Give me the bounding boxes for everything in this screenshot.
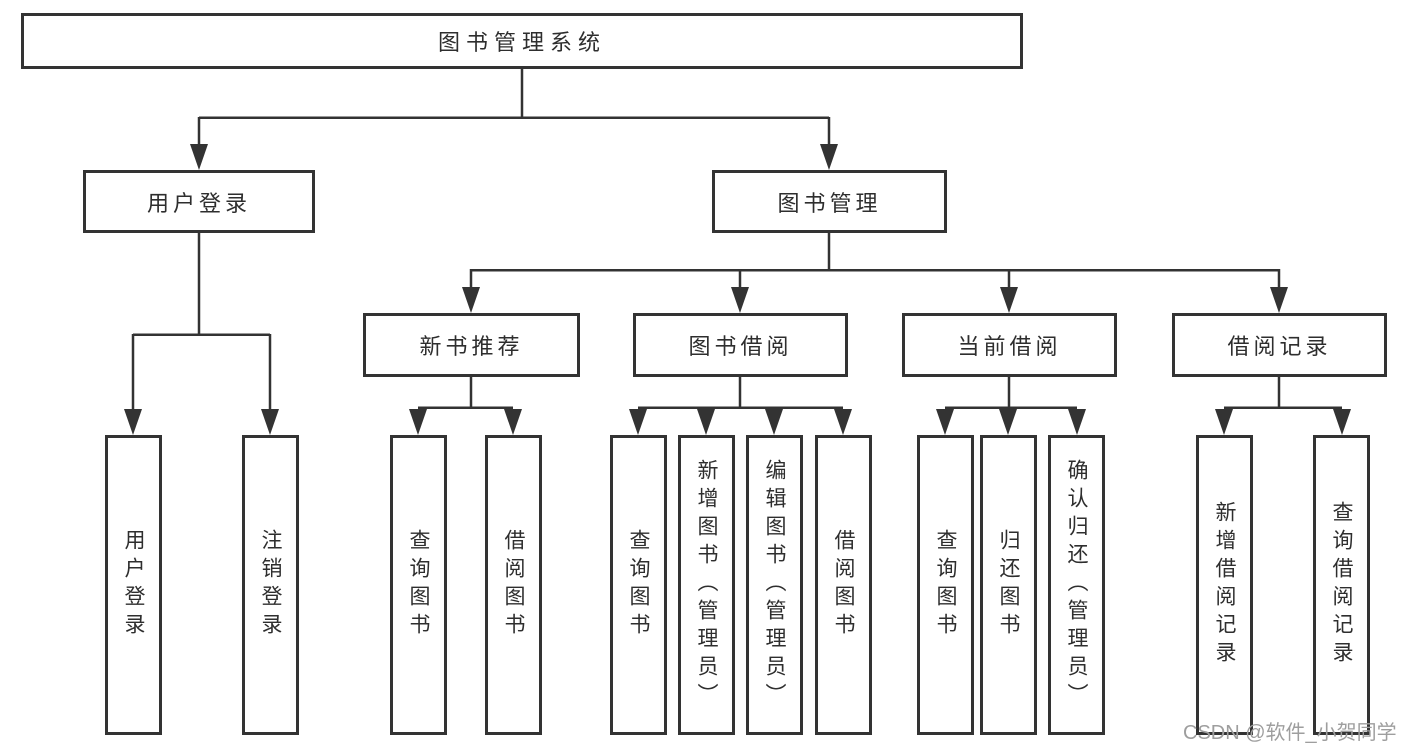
leaf-query-books-current: 查询图书 — [917, 435, 974, 735]
node-book-management: 图书管理 — [712, 170, 947, 233]
node-root-label: 图书管理系统 — [437, 30, 606, 55]
arrowhead-leaf-borrow-2 — [834, 409, 852, 435]
arrowhead-new-books — [462, 287, 480, 313]
node-current-borrowing-label: 当前借阅 — [957, 334, 1062, 359]
leaf-confirm-return-admin: 确认归还（管理员） — [1048, 435, 1105, 735]
leaf-return-books-label: 归还图书 — [997, 529, 1020, 641]
node-book-borrowing-label: 图书借阅 — [688, 334, 793, 359]
leaf-return-books: 归还图书 — [980, 435, 1037, 735]
leaf-edit-books-admin-label: 编辑图书（管理员） — [763, 459, 786, 711]
node-root-library-system: 图书管理系统 — [21, 13, 1023, 69]
node-user-login-label: 用户登录 — [146, 190, 251, 216]
leaf-query-borrow-record: 查询借阅记录 — [1313, 435, 1370, 735]
leaf-query-books-recommend-label: 查询图书 — [407, 529, 430, 641]
node-new-book-recommend: 新书推荐 — [363, 313, 580, 377]
leaf-query-books-borrowing: 查询图书 — [610, 435, 667, 735]
arrowhead-leaf-edit-book — [765, 409, 783, 435]
node-current-borrowing: 当前借阅 — [902, 313, 1117, 377]
arrowhead-book-mgmt — [820, 144, 838, 170]
leaf-edit-books-admin: 编辑图书（管理员） — [746, 435, 803, 735]
leaf-add-books-admin-label: 新增图书（管理员） — [695, 459, 718, 711]
arrowhead-leaf-logout — [261, 409, 279, 435]
leaf-borrow-books-label: 借阅图书 — [832, 529, 855, 641]
node-new-book-recommend-label: 新书推荐 — [419, 334, 524, 359]
leaf-logout-label: 注销登录 — [259, 529, 282, 641]
arrowhead-leaf-return — [999, 409, 1017, 435]
leaf-add-borrow-record-label: 新增借阅记录 — [1213, 501, 1236, 669]
arrowhead-leaf-query-2 — [629, 409, 647, 435]
arrowhead-leaf-confirm-return — [1068, 409, 1086, 435]
arrowhead-leaf-add-book — [697, 409, 715, 435]
arrowhead-leaf-add-record — [1215, 409, 1233, 435]
arrowhead-current-borrow — [1000, 287, 1018, 313]
leaf-query-books-recommend: 查询图书 — [390, 435, 447, 735]
leaf-add-borrow-record: 新增借阅记录 — [1196, 435, 1253, 735]
leaf-query-borrow-record-label: 查询借阅记录 — [1330, 501, 1353, 669]
node-borrowing-records-label: 借阅记录 — [1227, 334, 1332, 359]
leaf-borrow-books-recommend: 借阅图书 — [485, 435, 542, 735]
arrowhead-leaf-query-record — [1333, 409, 1351, 435]
leaf-add-books-admin: 新增图书（管理员） — [678, 435, 735, 735]
leaf-user-login-label: 用户登录 — [122, 529, 145, 641]
arrowhead-borrow-records — [1270, 287, 1288, 313]
arrowhead-leaf-borrow-1 — [504, 409, 522, 435]
leaf-logout: 注销登录 — [242, 435, 299, 735]
leaf-borrow-books-recommend-label: 借阅图书 — [502, 529, 525, 641]
leaf-confirm-return-admin-label: 确认归还（管理员） — [1065, 459, 1088, 711]
arrowhead-leaf-login — [124, 409, 142, 435]
node-borrowing-records: 借阅记录 — [1172, 313, 1387, 377]
leaf-user-login: 用户登录 — [105, 435, 162, 735]
leaf-borrow-books: 借阅图书 — [815, 435, 872, 735]
leaf-query-books-borrowing-label: 查询图书 — [627, 529, 650, 641]
arrowhead-leaf-query-1 — [409, 409, 427, 435]
arrowhead-user-login — [190, 144, 208, 170]
leaf-query-books-current-label: 查询图书 — [934, 529, 957, 641]
node-user-login: 用户登录 — [83, 170, 315, 233]
node-book-management-label: 图书管理 — [777, 190, 882, 216]
arrowhead-leaf-query-3 — [936, 409, 954, 435]
node-book-borrowing: 图书借阅 — [633, 313, 848, 377]
arrowhead-book-borrow — [731, 287, 749, 313]
csdn-watermark: CSDN @软件_小贺同学 — [1183, 722, 1397, 744]
